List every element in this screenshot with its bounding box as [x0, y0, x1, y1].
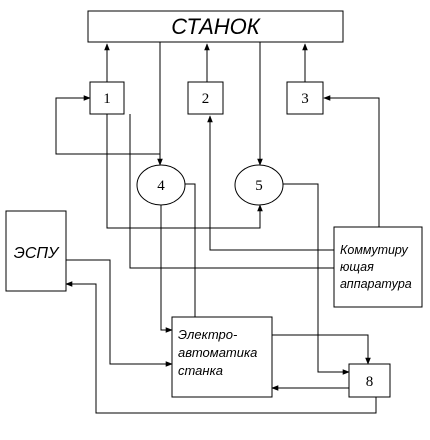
- block-8-box: [348, 363, 391, 398]
- oval-4-label: 4: [157, 178, 165, 194]
- block-3-box: [286, 81, 324, 115]
- node-oval-4: 4: [136, 164, 186, 206]
- node-oval-5: 5: [234, 164, 284, 206]
- elektro-label-line3: станка: [178, 363, 223, 378]
- node-elektro: Электро- автоматика станка: [171, 316, 273, 398]
- elektro-label-line1: Электро-: [178, 327, 238, 342]
- block-8-label: 8: [366, 374, 374, 390]
- block-2-label: 2: [202, 91, 210, 107]
- stanok-box: [87, 10, 344, 43]
- connections: [55, 42, 380, 414]
- stanok-label: СТАНОК: [171, 14, 261, 39]
- kommut-box: [333, 226, 423, 308]
- node-block-2: 2: [187, 81, 224, 115]
- wire-block1-to-oval5: [106, 114, 263, 229]
- node-block-8: 8: [348, 363, 391, 398]
- kommut-label-line3: аппаратура: [340, 277, 412, 291]
- node-espu: ЭСПУ: [5, 210, 67, 292]
- oval-4-shape: [136, 164, 186, 206]
- block-1-label: 1: [103, 91, 111, 107]
- block-2-box: [187, 81, 224, 115]
- wire-kommut-to-block3: [323, 95, 380, 227]
- wire-oval5-to-block8: [283, 183, 350, 375]
- wire-oval4-to-elektro: [160, 205, 173, 333]
- wire-kommut-line: [129, 114, 334, 269]
- kommut-label-line2: ющая: [340, 260, 374, 274]
- wire-oval4-loop-to-block1: [55, 95, 161, 165]
- block-3-label: 3: [301, 91, 309, 107]
- node-block-1: 1: [89, 81, 125, 115]
- elektro-label-line2: автоматика: [178, 345, 257, 360]
- espu-label: ЭСПУ: [14, 245, 60, 262]
- espu-box: [5, 210, 67, 292]
- oval-5-shape: [234, 164, 284, 206]
- kommut-label-line1: Коммутиру: [340, 243, 408, 257]
- block-1-box: [89, 81, 125, 115]
- oval-5-label: 5: [255, 178, 263, 194]
- wire-kommut-to-block2: [207, 115, 334, 251]
- node-block-3: 3: [286, 81, 324, 115]
- wire-block8-to-espu: [65, 281, 377, 414]
- elektro-box: [171, 316, 273, 398]
- wire-espu-to-elektro: [66, 259, 173, 367]
- node-stanok: СТАНОК: [87, 10, 344, 43]
- node-kommut: Коммутиру ющая аппаратура: [333, 226, 423, 308]
